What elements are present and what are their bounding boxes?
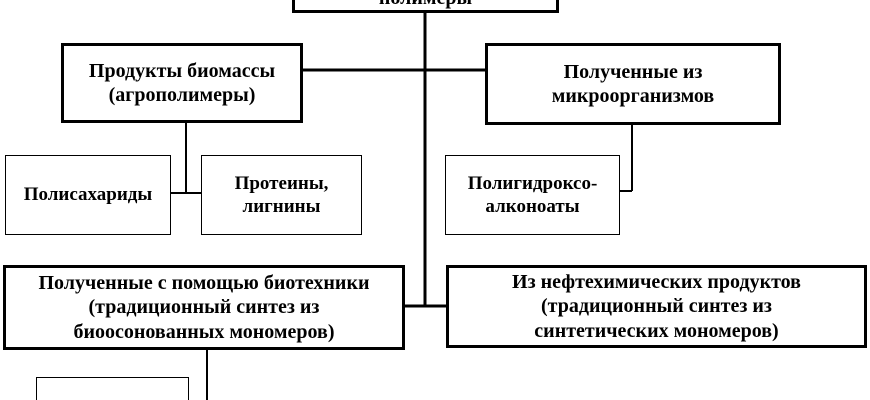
node-proteins-label: Протеины, лигнины (234, 172, 329, 217)
root-node: полимеры (292, 0, 559, 13)
node-biomass: Продукты биомассы (агрополимеры) (61, 43, 303, 123)
node-bottom-partial (36, 377, 189, 400)
node-petrochem: Из нефтехимических продуктов (традиционн… (446, 265, 867, 348)
node-biomass-label: Продукты биомассы (агрополимеры) (88, 59, 276, 106)
node-microorganisms-label: Полученные из микроорганизмов (551, 60, 715, 107)
node-biotech-label: Полученные с помощью биотехники (традици… (38, 271, 370, 343)
node-pha-label: Полигидроксо- алконоаты (467, 172, 598, 217)
node-polysaccharides: Полисахариды (5, 155, 171, 235)
root-node-label: полимеры (379, 0, 472, 10)
node-polysaccharides-label: Полисахариды (23, 184, 153, 206)
node-biotech: Полученные с помощью биотехники (традици… (3, 265, 405, 350)
node-petrochem-label: Из нефтехимических продуктов (традиционн… (512, 270, 801, 342)
node-pha: Полигидроксо- алконоаты (445, 155, 620, 235)
node-proteins: Протеины, лигнины (201, 155, 362, 235)
node-microorganisms: Полученные из микроорганизмов (485, 43, 781, 125)
